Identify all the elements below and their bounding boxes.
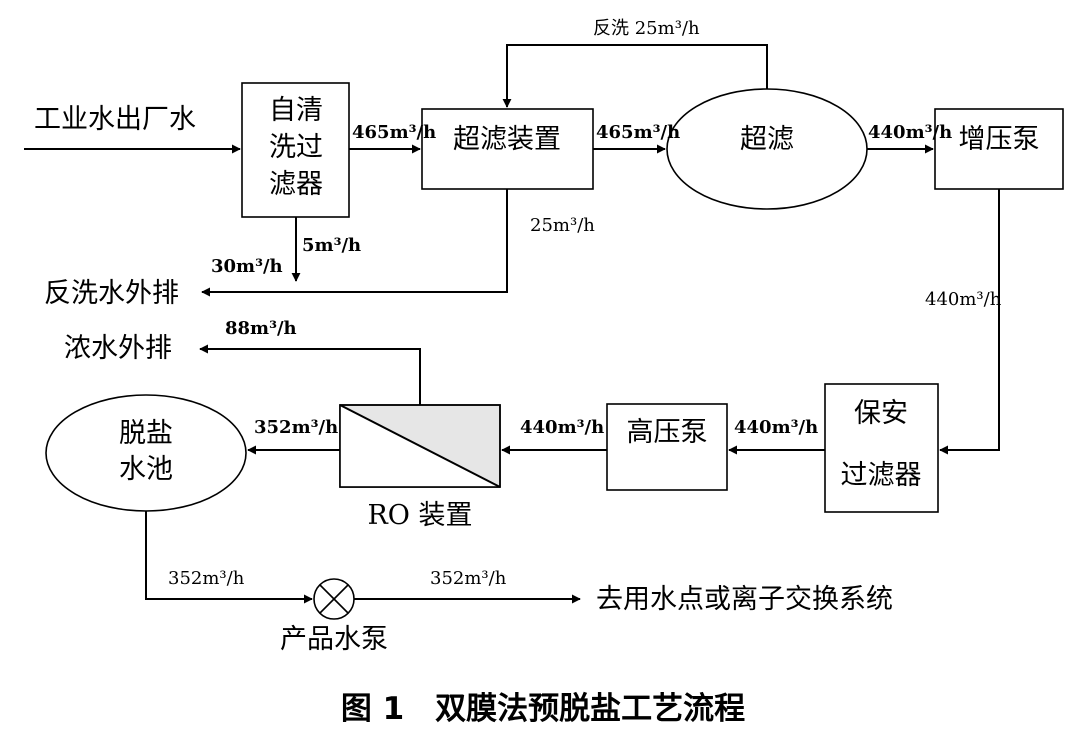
source-label: 工业水出厂水 bbox=[34, 104, 196, 135]
flow-440-a: 440m³/h bbox=[868, 122, 952, 143]
flow-25: 25m³/h bbox=[530, 215, 595, 236]
security-filter-box: 保安 过滤器 bbox=[824, 383, 939, 513]
ro-membrane-diagonal bbox=[339, 404, 501, 488]
ro-device-label: RO 装置 bbox=[367, 500, 472, 531]
destination-label: 去用水点或离子交换系统 bbox=[596, 584, 893, 615]
security-filter-line1: 保安 bbox=[854, 398, 908, 429]
product-pump-symbol bbox=[313, 578, 355, 620]
flow-352-c: 352m³/h bbox=[430, 568, 507, 589]
self-clean-filter-line3: 滤器 bbox=[269, 169, 323, 200]
concentrate-drain-label: 浓水外排 bbox=[64, 333, 172, 364]
desalt-tank-ellipse: 脱盐 水池 bbox=[45, 394, 247, 512]
ro-device: RO 装置 bbox=[339, 404, 501, 531]
self-clean-filter-line2: 洗过 bbox=[269, 132, 323, 163]
desalt-tank-line2: 水池 bbox=[119, 454, 173, 485]
booster-pump-box: 增压泵 bbox=[934, 108, 1064, 190]
figure-caption: 图 1 双膜法预脱盐工艺流程 bbox=[341, 691, 745, 727]
backwash-drain-label: 反洗水外排 bbox=[44, 278, 179, 309]
flow-30: 30m³/h bbox=[211, 256, 283, 277]
uf-ellipse: 超滤 bbox=[666, 88, 868, 210]
flow-440-c: 440m³/h bbox=[520, 417, 604, 438]
arrow-backwash-drain bbox=[201, 189, 508, 297]
self-clean-filter-line1: 自清 bbox=[269, 95, 323, 126]
hp-pump-label: 高压泵 bbox=[627, 417, 708, 448]
uf-label: 超滤 bbox=[740, 124, 794, 155]
uf-device-label: 超滤装置 bbox=[453, 124, 561, 155]
product-pump-label: 产品水泵 bbox=[280, 624, 388, 655]
flow-440-d: 440m³/h bbox=[734, 417, 818, 438]
flow-352-a: 352m³/h bbox=[254, 417, 338, 438]
hp-pump-box: 高压泵 bbox=[606, 403, 728, 491]
self-clean-filter-box: 自清 洗过 滤器 bbox=[241, 82, 350, 218]
desalt-tank-line1: 脱盐 bbox=[119, 418, 173, 449]
arrow-booster-to-security-filter bbox=[939, 189, 1000, 455]
uf-device-box: 超滤装置 bbox=[421, 108, 594, 190]
arrow-concentrate-drain bbox=[199, 344, 421, 405]
arrow-tank-to-pump bbox=[145, 511, 313, 604]
security-filter-line2: 过滤器 bbox=[841, 460, 922, 491]
flow-465-a: 465m³/h bbox=[352, 122, 436, 143]
flow-465-b: 465m³/h bbox=[596, 122, 680, 143]
flow-352-b: 352m³/h bbox=[168, 568, 245, 589]
flow-backwash-top: 反洗 25m³/h bbox=[593, 18, 700, 39]
flow-440-b: 440m³/h bbox=[925, 289, 1002, 310]
booster-pump-label: 增压泵 bbox=[959, 124, 1040, 155]
arrow-backwash-loop bbox=[502, 44, 768, 108]
flow-5: 5m³/h bbox=[302, 235, 361, 256]
flow-88: 88m³/h bbox=[225, 318, 297, 339]
